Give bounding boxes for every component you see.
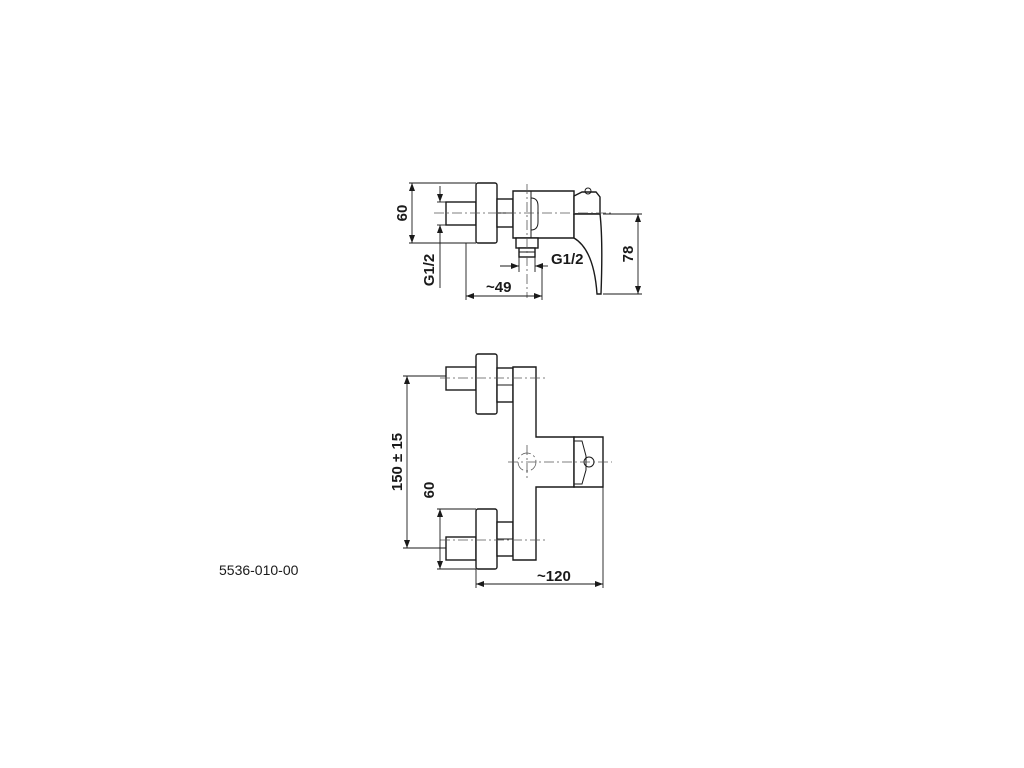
- front-upper-eccentric-pipe: [445, 366, 477, 391]
- side-dim-49-label: ~49: [486, 279, 511, 296]
- front-mixer-body: [512, 366, 575, 561]
- side-dim-g12-left-label: G1/2: [421, 254, 438, 287]
- front-lower-rosette: [475, 508, 498, 570]
- side-eccentric-pipe: [445, 201, 477, 226]
- front-dim-150-label: 150 ± 15: [389, 433, 406, 491]
- side-cartridge: [573, 191, 601, 215]
- front-lower-eccentric-pipe: [445, 536, 477, 561]
- side-dim-g12-outlet-label: G1/2: [551, 251, 584, 268]
- side-mixer-body: [512, 190, 575, 239]
- product-code: 5536-010-00: [219, 562, 299, 578]
- front-dim-60-label: 60: [421, 482, 438, 499]
- side-dim-78-label: 78: [620, 246, 637, 263]
- side-lever: [573, 213, 603, 295]
- side-dim-60-label: 60: [394, 205, 411, 222]
- side-view: 60 G1/2 G1/2 ~49 78: [394, 182, 642, 300]
- front-view: 150 ± 15 60 ~120: [389, 353, 612, 588]
- front-dim-120-label: ~120: [537, 568, 571, 585]
- front-upper-rosette: [475, 353, 498, 415]
